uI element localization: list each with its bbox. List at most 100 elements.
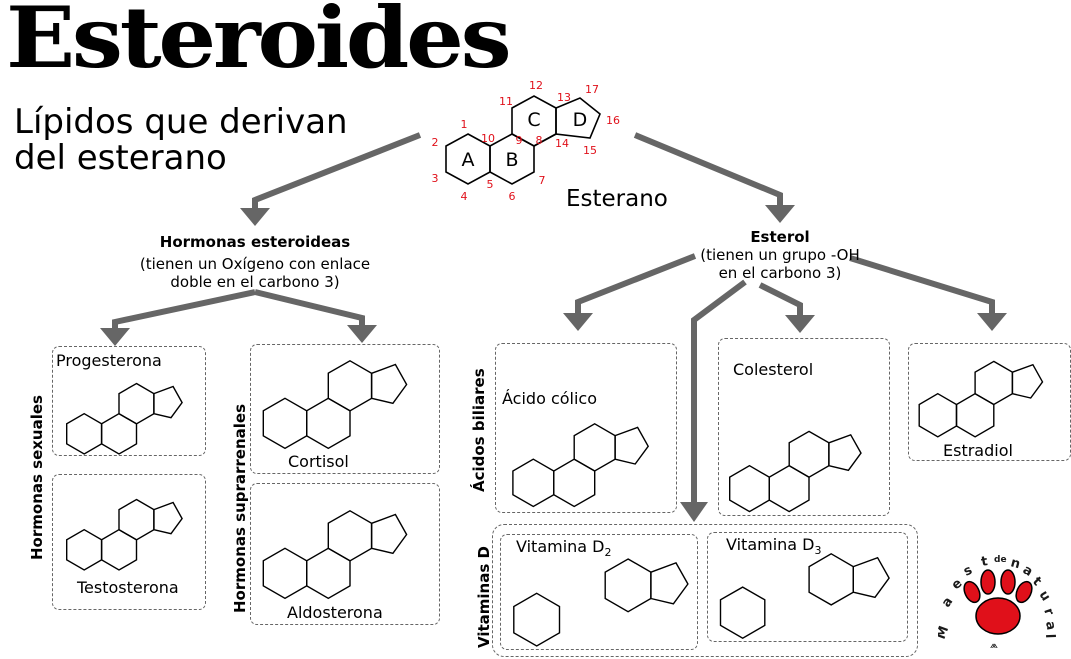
carbon-number: 1	[461, 118, 468, 131]
esterol-header: Esterol (tienen un grupo -OH en el carbo…	[680, 228, 880, 282]
hormonas-title: Hormonas esteroideas	[110, 233, 400, 251]
svg-text:a: a	[939, 594, 956, 610]
label-testosterona: Testosterona	[77, 578, 179, 597]
structure-estradiol	[912, 350, 1067, 440]
carbon-number: 14	[555, 137, 569, 150]
carbon-number: 17	[585, 83, 599, 96]
ring-hexagon	[730, 466, 770, 512]
ring-hexagon	[809, 554, 853, 605]
ring-hexagon	[605, 559, 651, 612]
ring-pentagon	[615, 427, 648, 464]
arrowhead-sexuales	[100, 328, 130, 346]
structure-acido-colico	[505, 400, 675, 510]
group-label-sexuales: Hormonas sexuales	[28, 395, 46, 560]
group-label-suprarrenales: Hormonas suprarrenales	[231, 404, 249, 613]
ring-hexagon	[102, 530, 137, 570]
svg-text:t: t	[980, 554, 989, 570]
structure-progesterona	[60, 362, 205, 457]
ring-label-b: B	[505, 149, 518, 171]
structure-vitamina-d3	[712, 550, 902, 642]
carbon-number: 13	[557, 91, 571, 104]
ring-hexagon	[721, 587, 765, 638]
label-cortisol: Cortisol	[288, 452, 349, 471]
svg-text:l: l	[1042, 634, 1057, 639]
arrowhead-vitaminas	[680, 502, 708, 522]
arrow-to-suprarrenales	[255, 292, 362, 332]
ring-hexagon	[975, 361, 1012, 404]
label-colesterol: Colesterol	[733, 360, 813, 379]
arrowhead-estradiol	[977, 313, 1007, 331]
svg-text:⩕: ⩕	[990, 640, 998, 651]
ring-hexagon	[307, 548, 350, 598]
maestro-de-naturales-logo: M a e s t de n a t u r a l ⩕	[938, 548, 1058, 656]
structure-cortisol	[255, 352, 435, 452]
ring-label-a: A	[462, 149, 475, 171]
ring-hexagon	[513, 459, 554, 506]
svg-text:e: e	[949, 576, 966, 593]
svg-text:r: r	[1040, 606, 1056, 618]
ring-pentagon	[372, 515, 407, 554]
carbon-number: 6	[509, 190, 516, 203]
arrow-to-sexuales	[115, 292, 255, 335]
ring-hexagon	[307, 398, 350, 448]
svg-text:M: M	[938, 624, 952, 641]
structure-colesterol	[722, 400, 887, 515]
arrow-to-hormonas	[255, 135, 420, 215]
esterol-desc-1: (tienen un grupo -OH	[680, 246, 880, 264]
ring-hexagon	[102, 414, 137, 454]
ring-hexagon	[919, 394, 956, 437]
ring-label-d: D	[573, 109, 588, 131]
arrowhead-esterol	[765, 205, 795, 223]
arrowhead-suprarrenales	[347, 325, 377, 343]
ring-hexagon	[119, 500, 154, 540]
carbon-number: 9	[516, 134, 523, 147]
structure-testosterona	[60, 478, 205, 573]
ring-hexagon	[554, 459, 595, 506]
ring-hexagon	[263, 548, 306, 598]
svg-text:de: de	[994, 555, 1007, 565]
ring-hexagon	[119, 384, 154, 424]
carbon-number: 4	[461, 190, 468, 203]
structure-vitamina-d2	[505, 555, 695, 650]
ring-hexagon	[67, 530, 102, 570]
structure-aldosterona	[255, 492, 435, 602]
svg-text:a: a	[1020, 562, 1035, 579]
ring-hexagon	[574, 424, 615, 471]
ring-pentagon	[154, 503, 182, 534]
svg-text:a: a	[1042, 620, 1058, 631]
svg-text:n: n	[1009, 555, 1022, 572]
label-estradiol: Estradiol	[943, 441, 1013, 460]
carbon-number: 12	[529, 79, 543, 92]
carbon-number: 3	[432, 172, 439, 185]
hormonas-desc-1: (tienen un Oxígeno con enlace	[110, 255, 400, 273]
carbon-number: 16	[606, 114, 620, 127]
ring-hexagon	[957, 394, 994, 437]
svg-text:u: u	[1036, 588, 1054, 604]
carbon-number: 5	[487, 178, 494, 191]
ring-hexagon	[328, 511, 371, 561]
carbon-number: 11	[499, 95, 513, 108]
ring-hexagon	[67, 414, 102, 454]
label-aldosterona: Aldosterona	[287, 603, 383, 622]
ring-pentagon	[372, 365, 407, 404]
arrowhead-biliares	[563, 313, 593, 331]
carbon-number: 15	[583, 144, 597, 157]
carbon-number: 2	[432, 136, 439, 149]
ring-hexagon	[263, 398, 306, 448]
arrow-to-biliares	[578, 256, 695, 320]
arrowhead-colesterol	[785, 315, 815, 333]
ring-pentagon	[853, 558, 889, 598]
group-label-vitaminas: Vitaminas D	[475, 546, 493, 648]
svg-text:s: s	[961, 563, 975, 580]
carbon-number: 8	[536, 134, 543, 147]
ring-pentagon	[154, 387, 182, 418]
svg-text:t: t	[1029, 574, 1044, 589]
ring-hexagon	[769, 466, 809, 512]
ring-label-c: C	[527, 109, 540, 131]
hormonas-header: Hormonas esteroideas (tienen un Oxígeno …	[110, 233, 400, 291]
arrowhead-hormonas	[240, 208, 270, 226]
hormonas-desc-2: doble en el carbono 3)	[110, 273, 400, 291]
ring-hexagon	[514, 593, 560, 646]
ring-hexagon	[328, 361, 371, 411]
